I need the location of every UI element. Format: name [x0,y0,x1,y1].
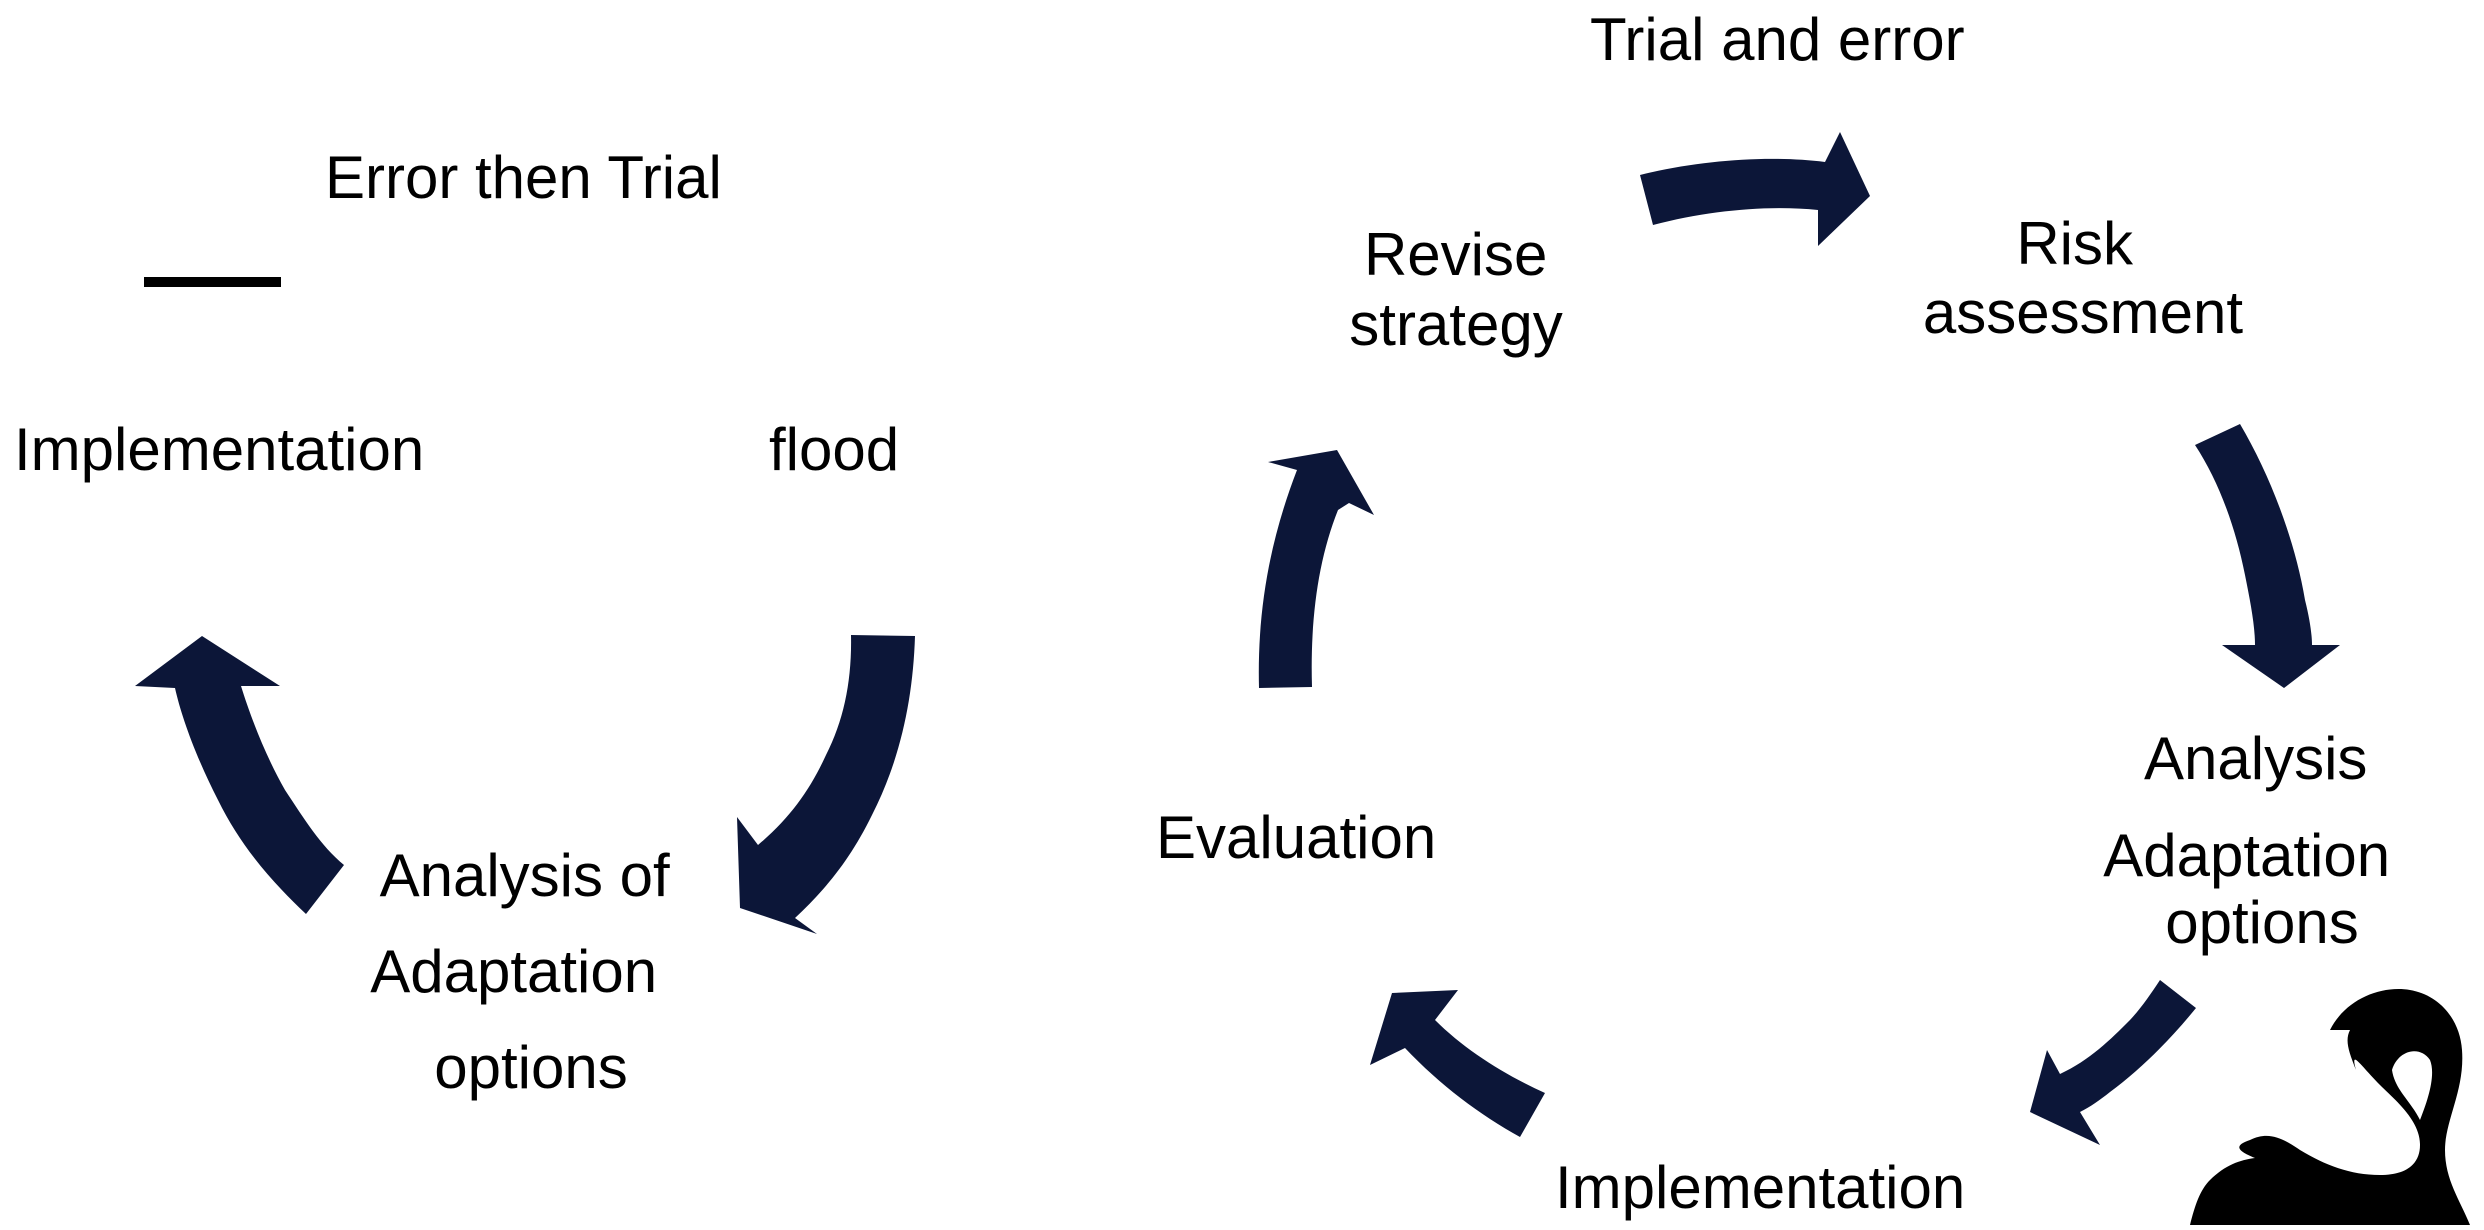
evaluation-label: Evaluation [1156,804,1436,871]
left-cycle-title: Error then Trial [325,144,722,211]
analysis-label: Analysis [2144,725,2367,792]
left-implementation-label: Implementation [14,416,424,483]
adaptation-line-1: Adaptation [2103,822,2390,889]
swan-body [2190,989,2470,1225]
left-analysis-line-3: options [434,1034,627,1101]
revise-strategy-label: Revise strategy [1349,221,1564,358]
right-cycle-title: Trial and error [1590,6,1965,73]
arrow-risk-to-analysis [2195,424,2340,688]
revise-line-2: strategy [1349,291,1562,358]
arrow-evaluation-to-revise [1258,450,1374,688]
risk-line-1: Risk [2016,210,2134,277]
right-cycle: Trial and error Revise strategy Risk ass… [1156,6,2407,1221]
swan-neck-gap [2392,1051,2433,1120]
risk-assessment-label: Risk assessment [1923,210,2243,346]
adaptation-options-label: Adaptation options [2103,822,2407,956]
risk-line-2: assessment [1923,279,2243,346]
adaptation-line-2: options [2165,889,2358,956]
left-divider-line [144,277,281,287]
arrow-adaptation-to-implementation [2030,980,2196,1145]
arrow-revise-to-risk [1640,132,1870,246]
left-analysis-label: Analysis of Adaptation options [370,842,686,1101]
revise-line-1: Revise [1364,221,1547,288]
left-analysis-line-1: Analysis of [380,842,670,909]
left-cycle: Error then Trial Implementation flood An… [14,144,915,1101]
left-arrow-flood-to-analysis [737,635,915,934]
left-analysis-line-2: Adaptation [370,938,657,1005]
black-swan-icon [2190,989,2470,1225]
arrow-implementation-to-evaluation [1370,990,1545,1137]
right-implementation-label: Implementation [1555,1154,1965,1221]
left-arrow-analysis-to-implementation [135,636,344,914]
left-flood-label: flood [769,416,899,483]
